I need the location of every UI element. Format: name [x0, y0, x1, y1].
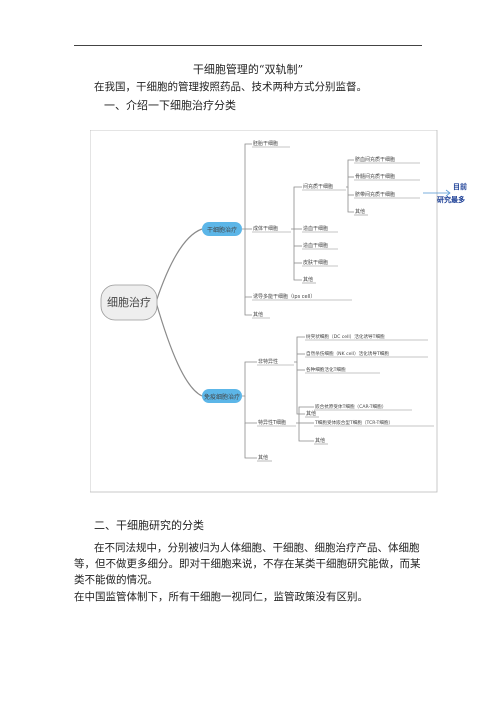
root-label: 细胞治疗 [107, 295, 151, 309]
root-to-immune-connector [155, 301, 203, 397]
label-underlines [252, 146, 434, 462]
adult-label: 成体干细胞 [253, 225, 278, 232]
nonspecific-label: 非特异性 [258, 358, 278, 365]
mesenchymal-item: 其他 [355, 208, 365, 215]
stem-other-label: 其他 [253, 311, 263, 318]
ips-label: 诱导多能干细胞（ips cell） [253, 293, 315, 300]
embryonic-label: 胚胎干细胞 [253, 140, 278, 147]
stem-therapy-label: 干细胞治疗 [207, 226, 237, 234]
adult-item: 其他 [303, 276, 313, 283]
section-heading-2: 二、干细胞研究的分类 [94, 519, 204, 532]
cell-therapy-mindmap: 细胞治疗 干细胞治疗 免疫细胞治疗 胚胎干细胞 成体干细胞 诱导多能干细胞（ip… [90, 130, 438, 493]
nonspecific-item: 树突状细胞（DC cell）活化诱导T细胞 [306, 333, 385, 340]
immune-other-label: 其他 [258, 454, 268, 461]
adult-item: 造血干细胞 [303, 242, 328, 249]
nonspecific-item: 自然杀伤细胞（NK cell）活化诱导T细胞 [306, 350, 389, 357]
mesenchymal-item: 脐带间充质干细胞 [355, 191, 395, 198]
arrow-to-note-icon [436, 189, 451, 197]
mesenchymal-item: 骨髓间充质干细胞 [355, 173, 395, 180]
mesenchymal-label: 间充质干细胞 [303, 183, 333, 190]
specific-item: T细胞受体嵌合型T细胞（TCR-T细胞） [314, 419, 393, 426]
adult-item: 皮肤干细胞 [303, 259, 328, 266]
section-heading-1: 一、介绍一下细胞治疗分类 [104, 99, 236, 112]
body-paragraph-2: 在中国监管体制下，所有干细胞一视同仁，监管政策没有区别。 [74, 591, 368, 603]
intro-paragraph: 在我国，干细胞的管理按照药品、技术两种方式分别监督。 [94, 81, 367, 93]
immune-therapy-label: 免疫细胞治疗 [204, 393, 240, 401]
note-line-2: 研究最多 [437, 196, 465, 204]
stem-therapy-node [202, 222, 242, 236]
adult-item: 造血干细胞 [303, 225, 328, 232]
nonspecific-item: 其他 [306, 410, 316, 417]
root-node [100, 284, 158, 321]
body-paragraph-1: 在不同法规中，分别被归为人体细胞、干细胞、细胞治疗产品、体细胞等，但不做更多细分… [74, 542, 421, 586]
stem-branch-connectors [242, 143, 354, 316]
specific-label: 特异性T细胞 [258, 419, 286, 426]
specific-item: 嵌合抗原受体T细胞（CAR-T细胞） [315, 403, 386, 410]
immune-branch-connectors [242, 336, 314, 459]
immune-therapy-node [202, 389, 242, 403]
root-to-stem-connector [155, 228, 203, 303]
note-line-1: 目前 [453, 183, 467, 191]
nonspecific-item: 各种细胞活化T细胞 [306, 366, 346, 373]
mindmap-frame [90, 130, 438, 493]
document-title: 干细胞管理的“双轨制” [192, 63, 304, 76]
specific-item: 其他 [315, 437, 325, 444]
header-rule [74, 45, 422, 46]
mesenchymal-item: 脐血间充质干细胞 [355, 156, 395, 163]
